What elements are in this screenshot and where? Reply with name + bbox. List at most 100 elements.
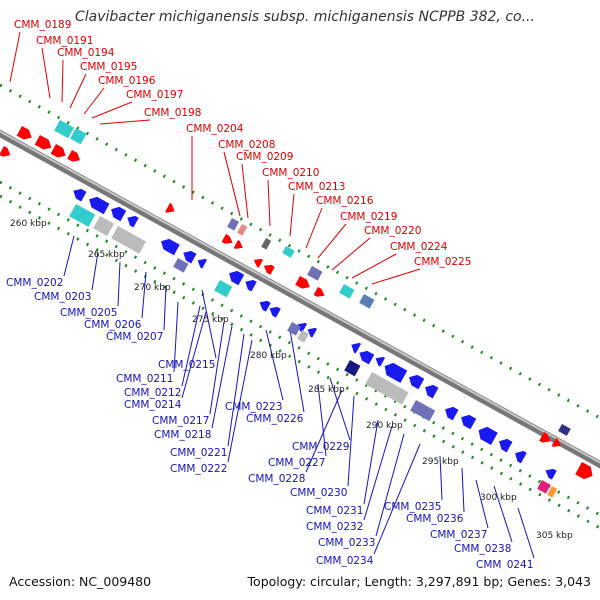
forward-gene-label[interactable]: CMM_0197	[126, 89, 183, 101]
misc-feature[interactable]	[365, 372, 409, 405]
reverse-gene[interactable]	[257, 298, 271, 312]
reverse-gene[interactable]	[442, 404, 459, 421]
reverse-gene[interactable]	[181, 248, 197, 264]
misc-feature[interactable]	[214, 279, 233, 298]
reverse-gene-label[interactable]: CMM_0236	[406, 513, 464, 525]
misc-feature[interactable]	[558, 424, 571, 436]
reverse-gene[interactable]	[458, 412, 477, 430]
forward-gene[interactable]	[233, 240, 245, 252]
misc-feature[interactable]	[537, 479, 551, 494]
misc-feature[interactable]	[287, 321, 301, 336]
reverse-gene-label[interactable]: CMM_0234	[316, 555, 374, 567]
reverse-gene-label[interactable]: CMM_0211	[116, 373, 173, 385]
reverse-gene-label[interactable]: CMM_0222	[170, 463, 227, 475]
forward-gene[interactable]	[16, 126, 35, 142]
forward-gene-label[interactable]: CMM_0198	[144, 107, 201, 119]
reverse-gene[interactable]	[305, 325, 317, 338]
forward-gene-label[interactable]: CMM_0194	[57, 47, 115, 59]
reverse-gene-label[interactable]: CMM_0223	[225, 401, 282, 413]
forward-gene-label[interactable]: CMM_0225	[414, 256, 471, 268]
forward-gene-label[interactable]: CMM_0191	[36, 35, 93, 47]
forward-gene[interactable]	[0, 146, 13, 160]
misc-feature[interactable]	[227, 217, 239, 231]
reverse-gene[interactable]	[243, 277, 257, 292]
forward-gene-label[interactable]: CMM_0189	[14, 19, 71, 31]
forward-gene[interactable]	[34, 135, 54, 152]
reverse-gene-label[interactable]: CMM_0206	[84, 319, 142, 331]
reverse-gene[interactable]	[108, 204, 127, 222]
reverse-gene[interactable]	[406, 372, 425, 390]
misc-feature[interactable]	[344, 360, 361, 377]
misc-feature[interactable]	[297, 330, 309, 343]
forward-gene[interactable]	[551, 438, 563, 450]
reverse-gene-label[interactable]: CMM_0235	[384, 501, 441, 513]
misc-feature[interactable]	[237, 224, 248, 236]
misc-feature[interactable]	[282, 246, 295, 258]
forward-gene[interactable]	[295, 276, 312, 292]
reverse-gene[interactable]	[86, 194, 110, 215]
reverse-gene-label[interactable]: CMM_0229	[292, 441, 349, 453]
reverse-gene-label[interactable]: CMM_0218	[154, 429, 211, 441]
reverse-gene[interactable]	[496, 436, 513, 453]
misc-feature[interactable]	[359, 293, 375, 309]
forward-gene[interactable]	[313, 287, 327, 300]
reverse-gene[interactable]	[475, 424, 498, 445]
reverse-gene-label[interactable]: CMM_0207	[106, 331, 163, 343]
forward-gene-label[interactable]: CMM_0224	[390, 241, 448, 253]
forward-gene-label[interactable]: CMM_0209	[236, 151, 293, 163]
forward-gene-label[interactable]: CMM_0213	[288, 181, 345, 193]
forward-gene-label[interactable]: CMM_0220	[364, 225, 421, 237]
reverse-gene-label[interactable]: CMM_0226	[246, 413, 304, 425]
reverse-gene[interactable]	[381, 360, 408, 383]
reverse-gene-label[interactable]: CMM_0230	[290, 487, 347, 499]
forward-gene-label[interactable]: CMM_0210	[262, 167, 319, 179]
reverse-gene-label[interactable]: CMM_0231	[306, 505, 363, 517]
misc-feature[interactable]	[54, 119, 74, 139]
misc-feature[interactable]	[307, 266, 323, 281]
forward-gene[interactable]	[221, 234, 235, 247]
reverse-gene[interactable]	[373, 354, 385, 367]
reverse-gene-label[interactable]: CMM_0205	[60, 307, 117, 319]
reverse-gene[interactable]	[512, 448, 527, 464]
gene-labels[interactable]: CMM_0189CMM_0191CMM_0194CMM_0195CMM_0196…	[6, 19, 533, 570]
forward-gene-label[interactable]: CMM_0216	[316, 195, 374, 207]
forward-gene[interactable]	[252, 256, 263, 268]
reverse-gene-label[interactable]: CMM_0221	[170, 447, 227, 459]
forward-gene[interactable]	[67, 150, 82, 165]
misc-feature[interactable]	[111, 226, 146, 254]
reverse-gene[interactable]	[349, 340, 361, 354]
forward-gene[interactable]	[50, 144, 69, 160]
reverse-gene-label[interactable]: CMM_0212	[124, 387, 181, 399]
reverse-gene[interactable]	[71, 186, 87, 202]
forward-gene-label[interactable]: CMM_0195	[80, 61, 137, 73]
reverse-gene[interactable]	[543, 466, 557, 480]
misc-feature[interactable]	[69, 204, 96, 227]
misc-feature[interactable]	[547, 485, 558, 498]
misc-feature[interactable]	[339, 284, 355, 299]
forward-gene-label[interactable]: CMM_0196	[98, 75, 156, 87]
forward-gene[interactable]	[539, 432, 553, 446]
reverse-gene-label[interactable]: CMM_0214	[124, 399, 182, 411]
reverse-gene[interactable]	[357, 348, 375, 365]
forward-gene[interactable]	[262, 262, 275, 275]
reverse-gene[interactable]	[125, 213, 139, 228]
reverse-gene-label[interactable]: CMM_0237	[430, 529, 487, 541]
reverse-gene-label[interactable]: CMM_0228	[248, 473, 305, 485]
reverse-gene-label[interactable]: CMM_0202	[6, 277, 63, 289]
forward-gene-label[interactable]: CMM_0208	[218, 139, 275, 151]
misc-feature[interactable]	[173, 258, 189, 273]
misc-feature[interactable]	[70, 128, 87, 145]
forward-gene-label[interactable]: CMM_0204	[186, 123, 244, 135]
misc-feature[interactable]	[93, 216, 114, 237]
reverse-gene[interactable]	[267, 304, 281, 318]
forward-gene[interactable]	[165, 203, 177, 216]
reverse-gene[interactable]	[226, 268, 245, 286]
reverse-gene-label[interactable]: CMM_0233	[318, 537, 375, 549]
reverse-gene-label[interactable]: CMM_0217	[152, 415, 209, 427]
misc-feature[interactable]	[261, 238, 272, 250]
reverse-gene-label[interactable]: CMM_0215	[158, 359, 215, 371]
reverse-gene-label[interactable]: CMM_0238	[454, 543, 511, 555]
reverse-gene-label[interactable]: CMM_0203	[34, 291, 91, 303]
forward-gene-label[interactable]: CMM_0219	[340, 211, 397, 223]
